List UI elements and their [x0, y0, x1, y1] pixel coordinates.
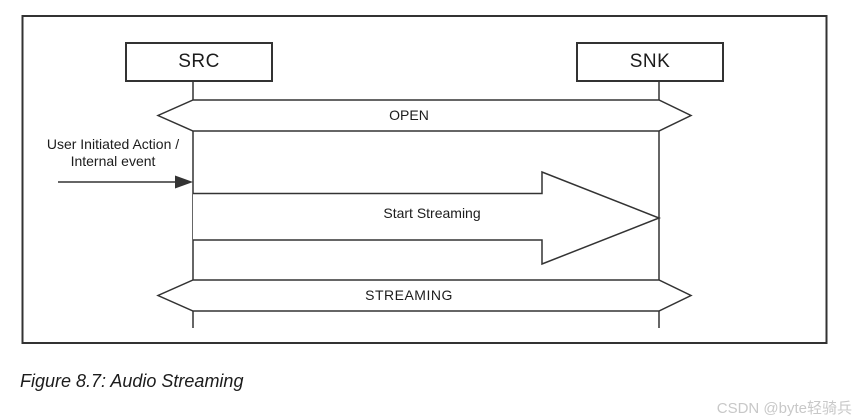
user-action-annotation-line2: Internal event [70, 153, 156, 169]
user-action-annotation-line1: User Initiated Action / [46, 136, 180, 152]
user-action-arrowhead-icon [175, 175, 193, 189]
snk-actor-box [576, 42, 724, 82]
figure-caption: Figure 8.7: Audio Streaming [20, 371, 244, 391]
src-actor-label: SRC [178, 51, 220, 72]
src-actor-box [125, 42, 273, 82]
streaming-banner-label: STREAMING [365, 287, 453, 303]
start-streaming-arrow [193, 170, 662, 266]
open-banner-label: OPEN [389, 107, 429, 123]
start-streaming-label: Start Streaming [383, 205, 481, 221]
snk-actor-label: SNK [629, 51, 671, 72]
diagram-border [21, 15, 828, 344]
user-action-annotation: User Initiated Action / Internal event [28, 136, 198, 170]
streaming-state-banner [156, 279, 693, 312]
watermark-text: CSDN @byte轻骑兵 [716, 400, 852, 417]
open-state-banner [156, 99, 693, 132]
